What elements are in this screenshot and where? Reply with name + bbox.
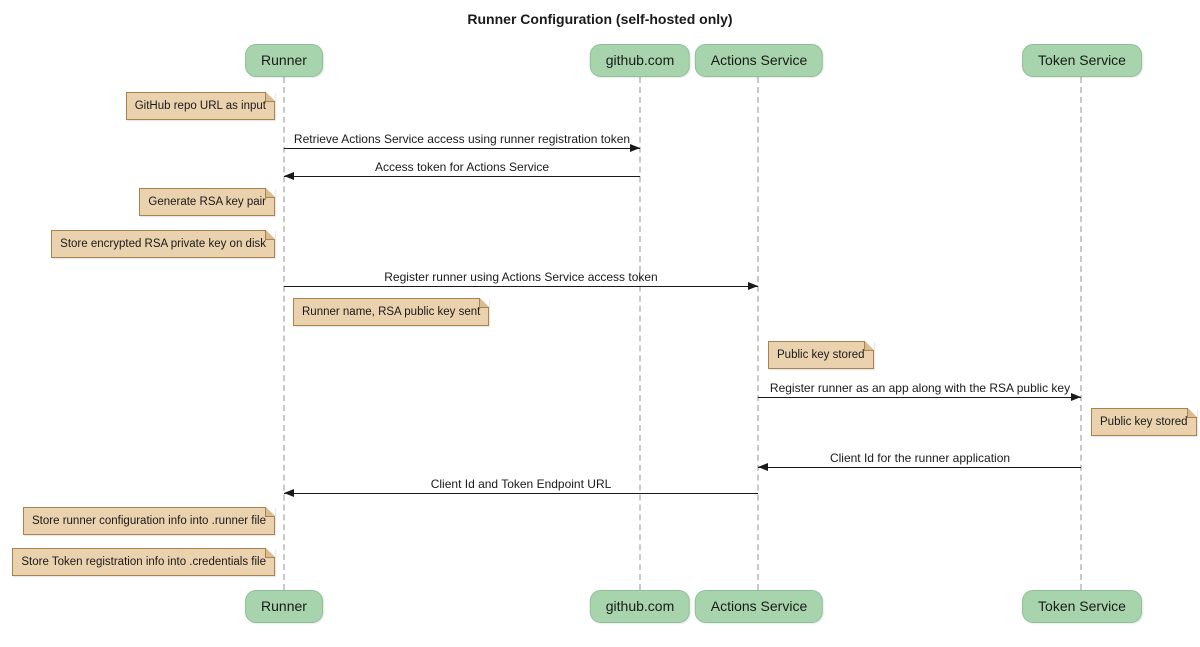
lifeline-github	[639, 77, 641, 590]
participant-token-service-top: Token Service	[1022, 44, 1142, 77]
note-store-credentials-file: Store Token registration info into .cred…	[12, 548, 275, 576]
note-store-encrypted-rsa-key: Store encrypted RSA private key on disk	[51, 230, 275, 258]
participant-actions-service-bottom: Actions Service	[694, 590, 824, 623]
note-generate-rsa-key-pair: Generate RSA key pair	[139, 188, 275, 216]
note-runner-name-public-key-sent: Runner name, RSA public key sent	[293, 298, 490, 326]
arrowhead-left-icon	[758, 463, 768, 471]
lifeline-actions-service	[757, 77, 759, 590]
message-line	[284, 148, 640, 150]
message-label: Client Id for the runner application	[829, 451, 1011, 465]
participant-runner-bottom: Runner	[245, 590, 323, 623]
arrowhead-right-icon	[748, 282, 758, 290]
message-label: Register runner using Actions Service ac…	[384, 270, 658, 284]
message-line	[284, 286, 758, 288]
arrowhead-left-icon	[284, 489, 294, 497]
message-label: Register runner as an app along with the…	[769, 381, 1071, 395]
note-store-runner-file: Store runner configuration info into .ru…	[23, 507, 275, 535]
message-line	[284, 176, 640, 178]
arrowhead-right-icon	[1071, 393, 1081, 401]
message-label: Client Id and Token Endpoint URL	[430, 477, 612, 491]
arrowhead-left-icon	[284, 172, 294, 180]
message-line	[758, 467, 1081, 469]
note-public-key-stored-token: Public key stored	[1091, 408, 1197, 436]
message-label: Retrieve Actions Service access using ru…	[293, 132, 631, 146]
message-label: Access token for Actions Service	[374, 160, 550, 174]
arrowhead-right-icon	[630, 144, 640, 152]
participant-token-service-bottom: Token Service	[1022, 590, 1142, 623]
lifeline-runner	[283, 77, 285, 590]
participant-actions-service-top: Actions Service	[694, 44, 824, 77]
participant-github-bottom: github.com	[589, 590, 691, 623]
note-github-repo-url-input: GitHub repo URL as input	[125, 92, 276, 120]
participant-github-top: github.com	[589, 44, 691, 77]
message-line	[284, 493, 758, 495]
diagram-title: Runner Configuration (self-hosted only)	[467, 11, 733, 27]
note-public-key-stored-actions: Public key stored	[768, 341, 874, 369]
lifeline-token-service	[1080, 77, 1082, 590]
participant-runner-top: Runner	[245, 44, 323, 77]
message-line	[758, 397, 1081, 399]
